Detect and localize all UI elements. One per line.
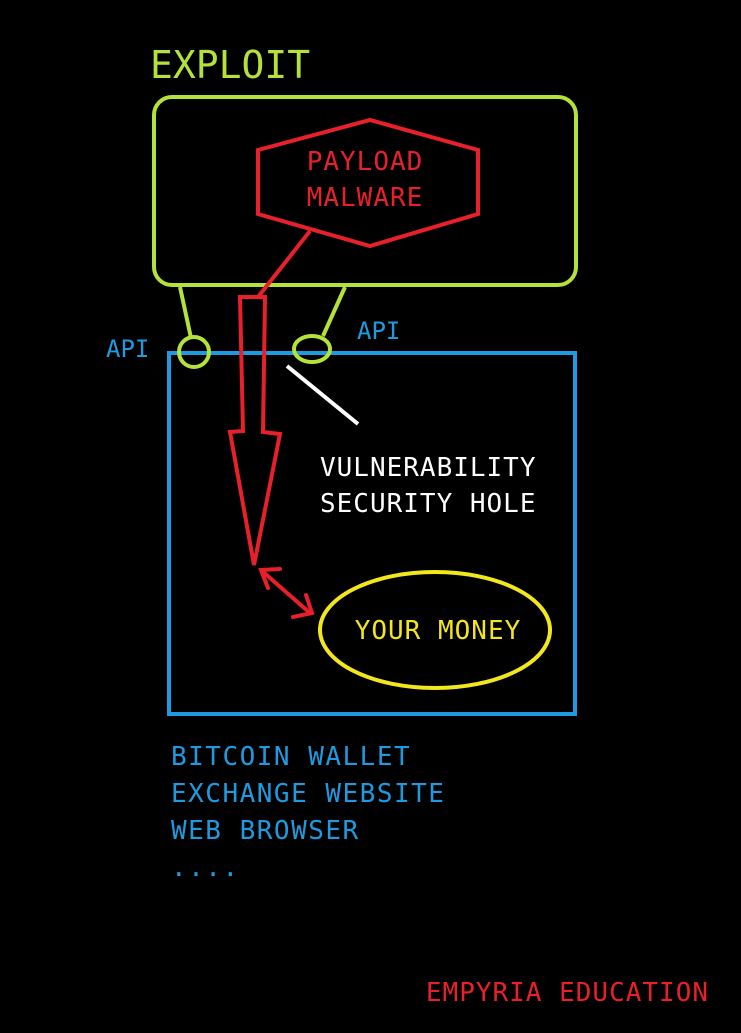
vulnerability-line2: SECURITY HOLE xyxy=(320,489,537,519)
api-left-socket xyxy=(177,335,211,369)
exploit-box xyxy=(152,95,578,287)
application-box xyxy=(167,351,577,716)
money-ellipse xyxy=(318,570,552,690)
example-item: EXCHANGE WEBSITE xyxy=(171,779,445,809)
footer-brand: EMPYRIA EDUCATION xyxy=(426,978,709,1008)
money-label: YOUR MONEY xyxy=(355,616,522,646)
payload-line1: PAYLOAD xyxy=(307,147,424,177)
vulnerability-pointer xyxy=(285,364,360,426)
api-right-label: API xyxy=(357,317,400,345)
attack-arrow xyxy=(227,295,283,566)
example-item: .... xyxy=(171,853,240,883)
access-double-arrow xyxy=(258,567,315,619)
payload-hexagon xyxy=(256,117,480,249)
api-left-label: API xyxy=(106,335,149,363)
api-right-socket xyxy=(292,334,332,364)
api-left-connector xyxy=(178,286,193,339)
vulnerability-line1: VULNERABILITY xyxy=(320,453,537,483)
api-right-connector xyxy=(321,286,347,337)
example-item: WEB BROWSER xyxy=(171,816,360,846)
exploit-title: EXPLOIT xyxy=(150,43,310,87)
example-item: BITCOIN WALLET xyxy=(171,742,411,772)
payload-line2: MALWARE xyxy=(307,183,424,213)
payload-connector xyxy=(256,229,312,299)
